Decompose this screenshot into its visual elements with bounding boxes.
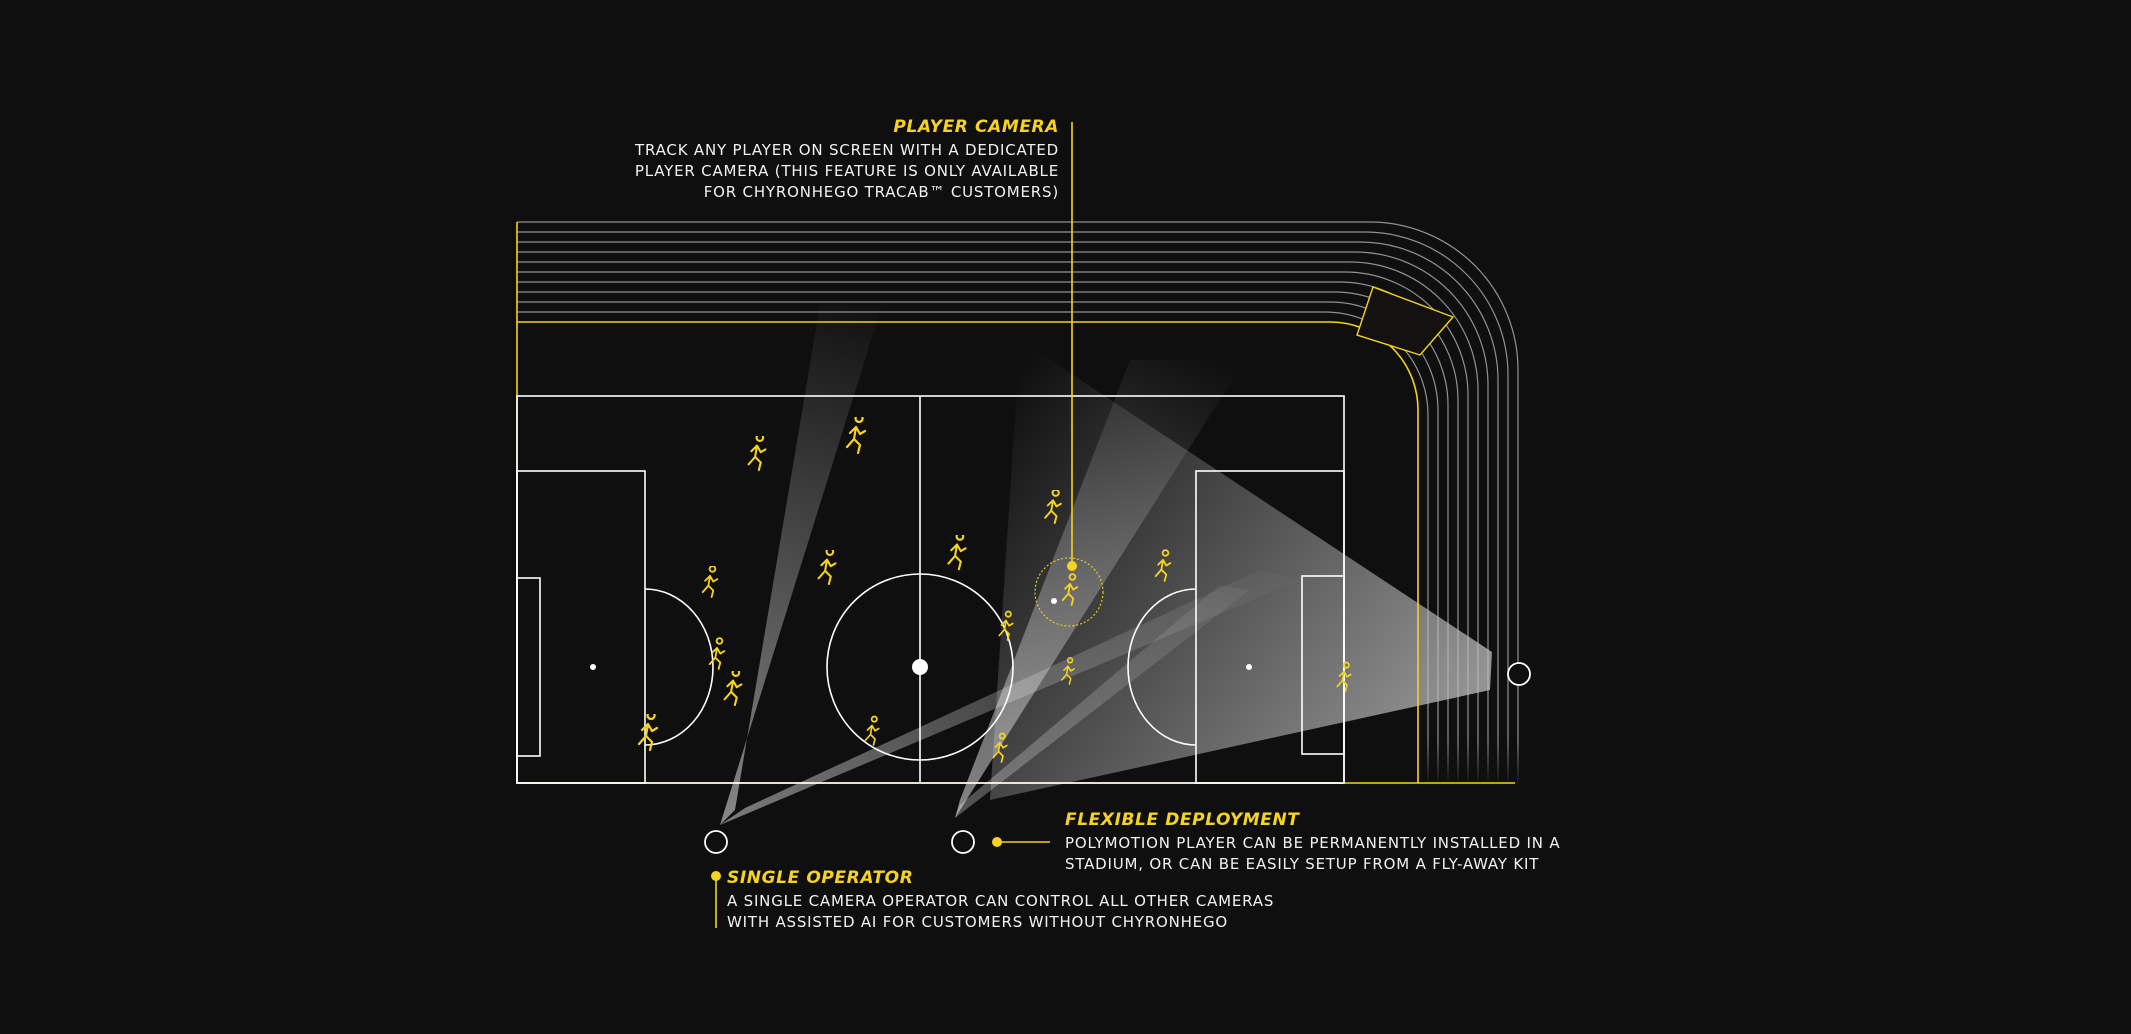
flexible-deployment-text-line: POLYMOTION PLAYER CAN BE PERMANENTLY INS… [1065,834,1561,852]
player-figure-icon [864,715,880,747]
single-operator-leader-dot [711,871,721,881]
player-camera-leader-dot [1067,561,1077,571]
player-figure-icon [701,566,719,598]
cameras [704,662,1531,854]
callout-leaders [711,122,1077,928]
left-goal-box [516,577,541,757]
player-camera-text-line: PLAYER CAMERA (THIS FEATURE IS ONLY AVAI… [634,162,1059,180]
camera-beams [720,305,1492,825]
player-camera-text-line: FOR CHYRONHEGO TRACAB™ CUSTOMERS) [703,183,1059,201]
single-operator-title: SINGLE OPERATOR [727,868,914,888]
player-figure-icon [723,671,743,707]
camera-position-icon [704,830,728,854]
single-operator-callout: SINGLE OPERATOR A SINGLE CAMERA OPERATOR… [727,868,1274,933]
player-camera-text-line: TRACK ANY PLAYER ON SCREEN WITH A DEDICA… [635,141,1059,159]
player-figure-icon [947,535,967,571]
player-figure-icon [747,436,767,472]
flexible-deployment-title: FLEXIBLE DEPLOYMENT [1065,810,1300,830]
camera-position-icon [951,830,975,854]
flexible-deployment-callout: FLEXIBLE DEPLOYMENT POLYMOTION PLAYER CA… [1065,810,1560,875]
beam-stadium-camera [990,340,1492,800]
camera-position-icon [1507,662,1531,686]
center-circle [826,573,1014,761]
tracked-player-icon [1034,557,1104,627]
track-fade [1410,740,1550,786]
player-camera-title: PLAYER CAMERA [893,117,1059,137]
right-penalty-spot [1246,664,1252,670]
right-penalty-arc [1127,588,1197,746]
left-penalty-box [516,470,646,784]
player-figure-icon [845,417,867,455]
flexible-deployment-leader-dot [992,837,1002,847]
corner-stand [1356,286,1455,356]
single-operator-text-line: WITH ASSISTED AI FOR CUSTOMERS WITHOUT C… [727,913,1228,931]
player-figure-icon [817,550,837,586]
football-pitch [516,395,1345,784]
flexible-deployment-text-line: STADIUM, OR CAN BE EASILY SETUP FROM A F… [1065,855,1540,873]
beam-single-operator-camera [720,305,882,825]
left-penalty-arc [644,588,714,746]
single-operator-text-line: A SINGLE CAMERA OPERATOR CAN CONTROL ALL… [727,892,1275,910]
pitch-spots [590,659,1252,675]
left-penalty-spot [590,664,596,670]
player-camera-callout: PLAYER CAMERA TRACK ANY PLAYER ON SCREEN… [635,117,1059,203]
center-spot [912,659,928,675]
player-figure-icon [708,637,726,671]
